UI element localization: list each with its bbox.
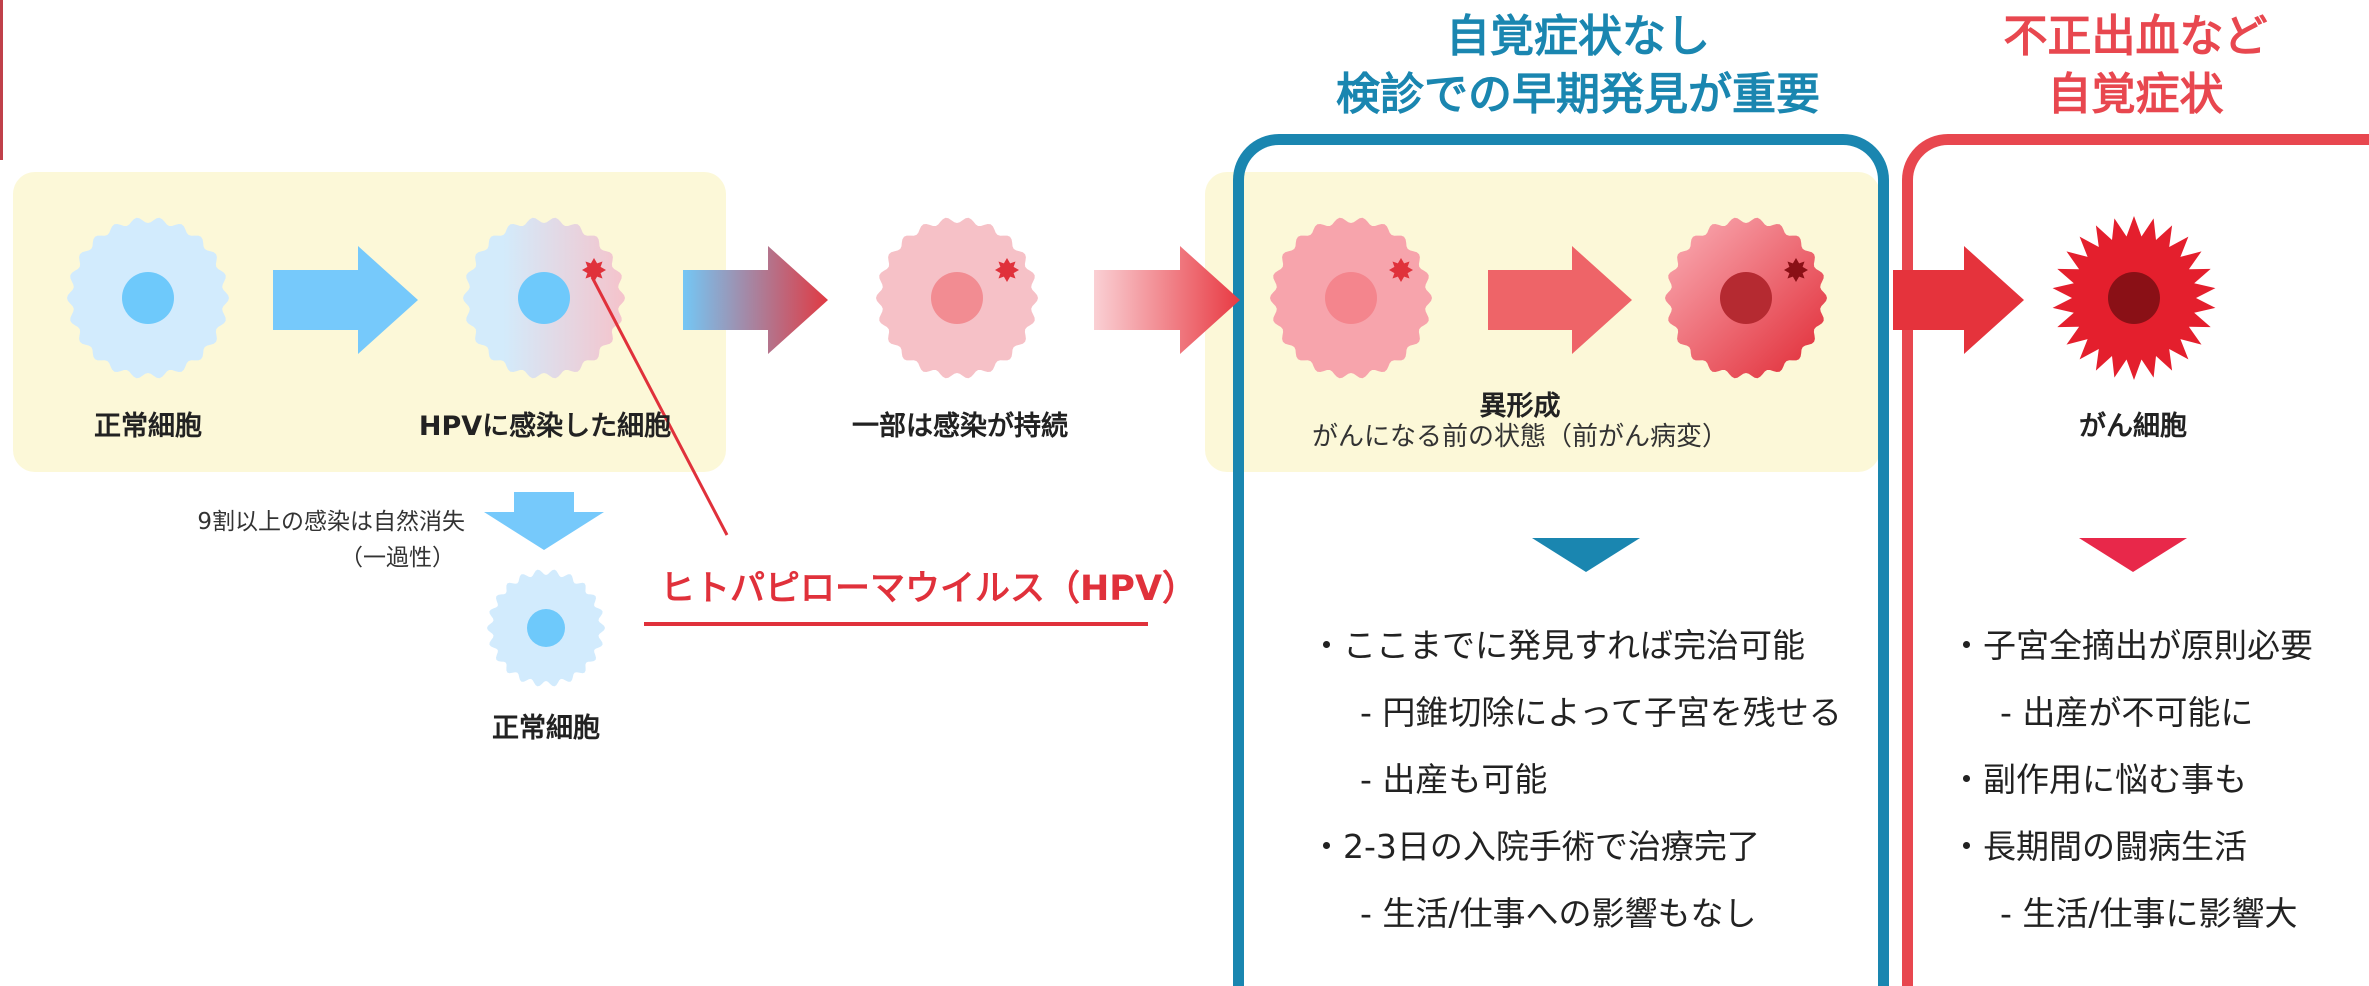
late-stage-outcome-item: ・副作用に悩む事も [1950, 760, 2247, 799]
caption-persistent-infection: 一部は感染が持続 [852, 411, 1068, 442]
caption-cancer-cell: がん細胞 [2079, 411, 2187, 442]
arrow-persistent-to-dysplasia [1094, 246, 1240, 354]
early-stage-outcome-item: - 出産も可能 [1360, 760, 1548, 799]
clearance-note: 9割以上の感染は自然消失 （一過性） [170, 504, 465, 576]
dysplasia-cell-late-virus-marker [1784, 258, 1808, 282]
arrow-normal-to-infected [273, 246, 418, 354]
caption-infected-cell: HPVに感染した細胞 [418, 411, 672, 442]
early-stage-outcome-item: - 生活/仕事への影響もなし [1360, 894, 1757, 933]
normal-cell-nucleus [122, 272, 174, 324]
late-stage-outcome-item: ・長期間の闘病生活 [1950, 827, 2247, 866]
arrow-dysplasia-to-cancer [1893, 246, 2024, 354]
dysplasia-cell-early-virus-marker [1389, 258, 1413, 282]
arrow-down-clearance [484, 492, 604, 550]
dysplasia-cell-late-nucleus [1720, 272, 1772, 324]
early-stage-outcome-item: - 円錐切除によって子宮を残せる [1360, 693, 1842, 732]
early-stage-frame [1233, 134, 1889, 986]
caption-normal-cell: 正常細胞 [94, 411, 202, 442]
caption-dysplasia-description: がんになる前の状態（前がん病変） [1311, 422, 1728, 452]
hpv-label: ヒトパピローマウイルス（HPV） [660, 569, 1198, 609]
arrow-dysplasia-to-dysplasia [1488, 246, 1632, 354]
arrow-infected-to-persistent [683, 246, 828, 354]
late-stage-heading-line1: 不正出血など [2003, 11, 2268, 62]
normal-cell-after-clearance-nucleus [527, 609, 565, 647]
early-stage-heading-line1: 自覚症状なし [1446, 11, 1710, 62]
early-stage-outcome-item: ・ここまでに発見すれば完治可能 [1310, 626, 1805, 665]
clearance-note-line1: 9割以上の感染は自然消失 [197, 509, 465, 535]
hpv-pointer-line [590, 276, 729, 536]
persistent-cell-nucleus [931, 272, 983, 324]
late-stage-heading-line2: 自覚症状 [2047, 69, 2224, 120]
late-stage-outcome-item: - 出産が不可能に [2000, 693, 2254, 732]
late-stage-outcome-item: ・子宮全摘出が原則必要 [1950, 626, 2313, 665]
early-stage-heading-line2: 検診での早期発見が重要 [1336, 69, 1820, 120]
dysplasia-cell-early-nucleus [1325, 272, 1377, 324]
late-stage-frame [1902, 134, 2369, 986]
caption-normal-cell-after-clearance: 正常細胞 [492, 713, 600, 744]
clearance-note-line2: （一過性） [340, 545, 455, 571]
cancer-cell-nucleus [2108, 272, 2160, 324]
left-edge-accent [0, 0, 3, 160]
late-stage-heading: 不正出血など 自覚症状 [1902, 8, 2369, 124]
late-stage-outcomes: ・子宮全摘出が原則必要 - 出産が不可能に・副作用に悩む事も・長期間の闘病生活 - … [1950, 612, 2313, 947]
triangle-red [2079, 538, 2187, 572]
infected-cell-nucleus [518, 272, 570, 324]
late-stage-outcome-item: - 生活/仕事に影響大 [2000, 894, 2298, 933]
early-stage-heading: 自覚症状なし 検診での早期発見が重要 [1233, 8, 1923, 124]
triangle-blue [1532, 538, 1640, 572]
early-stage-outcome-item: ・2-3日の入院手術で治療完了 [1310, 827, 1760, 866]
caption-dysplasia: 異形成 [1479, 391, 1561, 422]
early-stage-outcomes: ・ここまでに発見すれば完治可能 - 円錐切除によって子宮を残せる - 出産も可能・2… [1310, 612, 1842, 947]
persistent-cell-virus-marker [995, 258, 1019, 282]
